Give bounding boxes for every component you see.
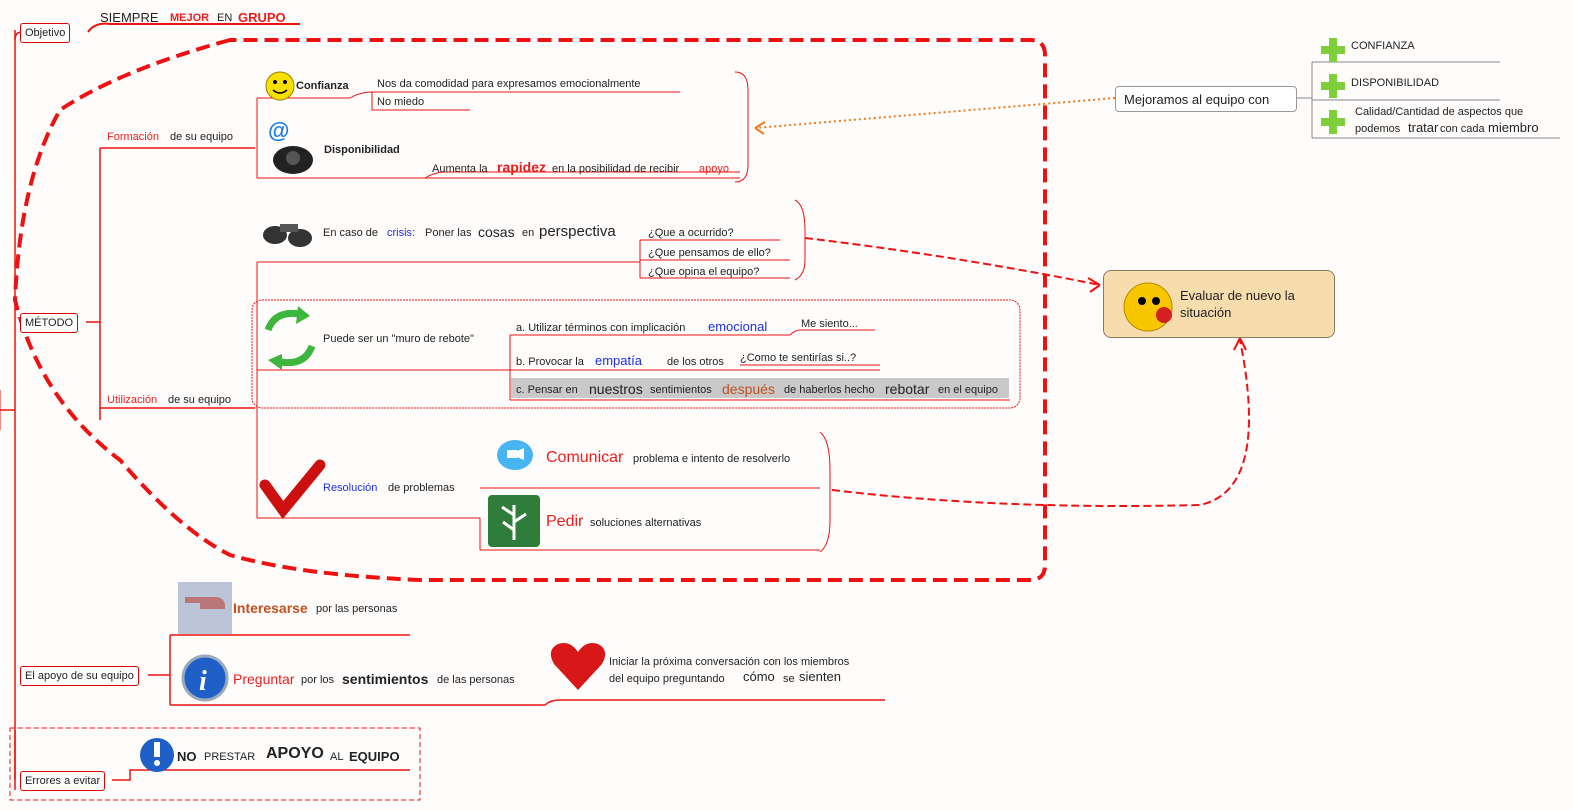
muro-b-blue: empatía [595,353,642,368]
formacion-red: Formación [107,131,159,143]
errores-apoyo: APOYO [266,745,324,762]
iniciar-line2: del equipo preguntando [609,673,725,685]
disp-aumenta: Aumenta la [432,163,488,175]
muro-a-blue: emocional [708,319,768,334]
muro-a-note: Me siento... [801,318,858,330]
apoyo-node[interactable]: El apoyo de su equipo [20,666,139,686]
mejoramos-item-2: DISPONIBILIDAD [1351,77,1440,89]
heart-icon [550,643,606,690]
refresh-arrows-icon [264,306,316,370]
muro-c-mid2: de haberlos hecho [784,384,875,396]
muro-c-big1: nuestros [589,381,643,397]
checkmark-icon [259,459,326,520]
errores-prestar: PRESTAR [204,751,256,763]
mejoramos-item-3-d: miembro [1488,120,1539,135]
objetivo-grupo: GRUPO [238,10,286,25]
muro-b-note: ¿Como te sentirías si..? [740,352,857,364]
crisis-perspectiva: perspectiva [539,223,616,240]
crisis-en: en [522,227,535,239]
preguntar-rest: de las personas [437,674,515,686]
resolucion-blue: Resolución [323,482,378,494]
crisis-pre: En caso de [323,227,379,239]
interesarse-word: Interesarse [233,600,308,616]
crisis-cosas: cosas [478,224,515,240]
chat-bubble-icon [497,440,533,470]
muro-c-mid1: sentimientos [650,384,712,396]
mejoramos-item-1: CONFIANZA [1351,40,1415,52]
sentimientos-word: sentimientos [342,671,429,687]
evaluar-line2: situación [1180,305,1232,320]
objetivo-node[interactable]: Objetivo [20,23,71,43]
interesarse-rest: por las personas [316,603,398,615]
objetivo-en: EN [217,12,233,24]
muro-c-brown: después [722,381,775,397]
crisis-word: crisis: [387,227,416,239]
thinking-face-icon [1123,282,1173,332]
muro-c-post: en el equipo [938,384,998,396]
mejoramos-item-3-c: con cada [1440,123,1485,135]
metodo-node[interactable]: MÉTODO [20,313,79,333]
exclamation-icon [140,738,174,772]
plant-icon [488,495,540,547]
iniciar-line1: Iniciar la próxima conversación con los … [609,656,850,668]
disp-rapidez: rapidez [497,159,547,175]
confianza-item2: No miedo [377,96,425,108]
muro-c-pre: c. Pensar en [516,384,578,396]
comunicar-rest: problema e intento de resolverlo [633,453,791,465]
formacion-rest: de su equipo [170,131,233,143]
crisis-q1: ¿Que a ocurrido? [648,227,734,239]
preguntar-mid: por los [301,674,335,686]
muro-label: Puede ser un "muro de rebote" [323,333,474,345]
disp-mid: en la posibilidad de recibir [552,163,680,175]
svg-text:i: i [199,666,207,697]
preguntar-word: Preguntar [233,671,295,687]
phone-at-icon: @ [268,118,313,174]
disp-apoyo: apoyo [699,163,729,175]
mejoramos-item-3-b: tratar [1408,120,1439,135]
muro-b-pre: b. Provocar la [516,356,584,368]
errores-node[interactable]: Errores a evitar [20,771,106,791]
crisis-poner: Poner las [425,227,472,239]
mejoramos-item-3-a: podemos [1355,123,1401,135]
smiley-icon [265,71,295,101]
crisis-q2: ¿Que pensamos de ello? [648,247,771,259]
pedir-rest: soluciones alternativas [590,517,702,529]
confianza-title: Confianza [296,80,349,92]
objetivo-siempre: SIEMPRE [100,10,159,25]
iniciar-sienten: sienten [799,669,841,684]
iniciar-se: se [783,673,795,685]
iniciar-como: cómo [743,669,775,684]
pedir-word: Pedir [546,513,584,530]
muro-a-pre: a. Utilizar términos con implicación [516,322,686,334]
binoculars-icon [263,224,312,247]
utilizacion-red: Utilización [107,394,158,406]
muro-c-highlight [511,378,1009,398]
comunicar-word: Comunicar [546,449,624,466]
pointing-hand-icon [178,582,232,634]
evaluar-line1: Evaluar de nuevo la [1180,288,1295,303]
crisis-q3: ¿Que opina el equipo? [648,266,760,278]
objetivo-mejor: MEJOR [170,12,210,24]
muro-c-big2: rebotar [885,381,930,397]
muro-b-post: de los otros [667,356,724,368]
errores-equipo: EQUIPO [349,749,400,764]
plus-icon [1321,38,1345,134]
errores-no: NO [177,749,197,764]
mejoramos-item-3-line1: Calidad/Cantidad de aspectos que [1355,106,1524,118]
confianza-item1: Nos da comodidad para expresamos emocion… [377,78,641,90]
mejoramos-node[interactable]: Mejoramos al equipo con [1115,86,1297,112]
info-icon: i [181,654,229,702]
utilizacion-rest: de su equipo [168,394,231,406]
errores-al: AL [330,751,344,763]
svg-text:@: @ [268,118,289,143]
resolucion-rest: de problemas [388,482,455,494]
evaluar-node[interactable]: Evaluar de nuevo la situación [1103,270,1335,338]
disponibilidad-title: Disponibilidad [324,144,400,156]
